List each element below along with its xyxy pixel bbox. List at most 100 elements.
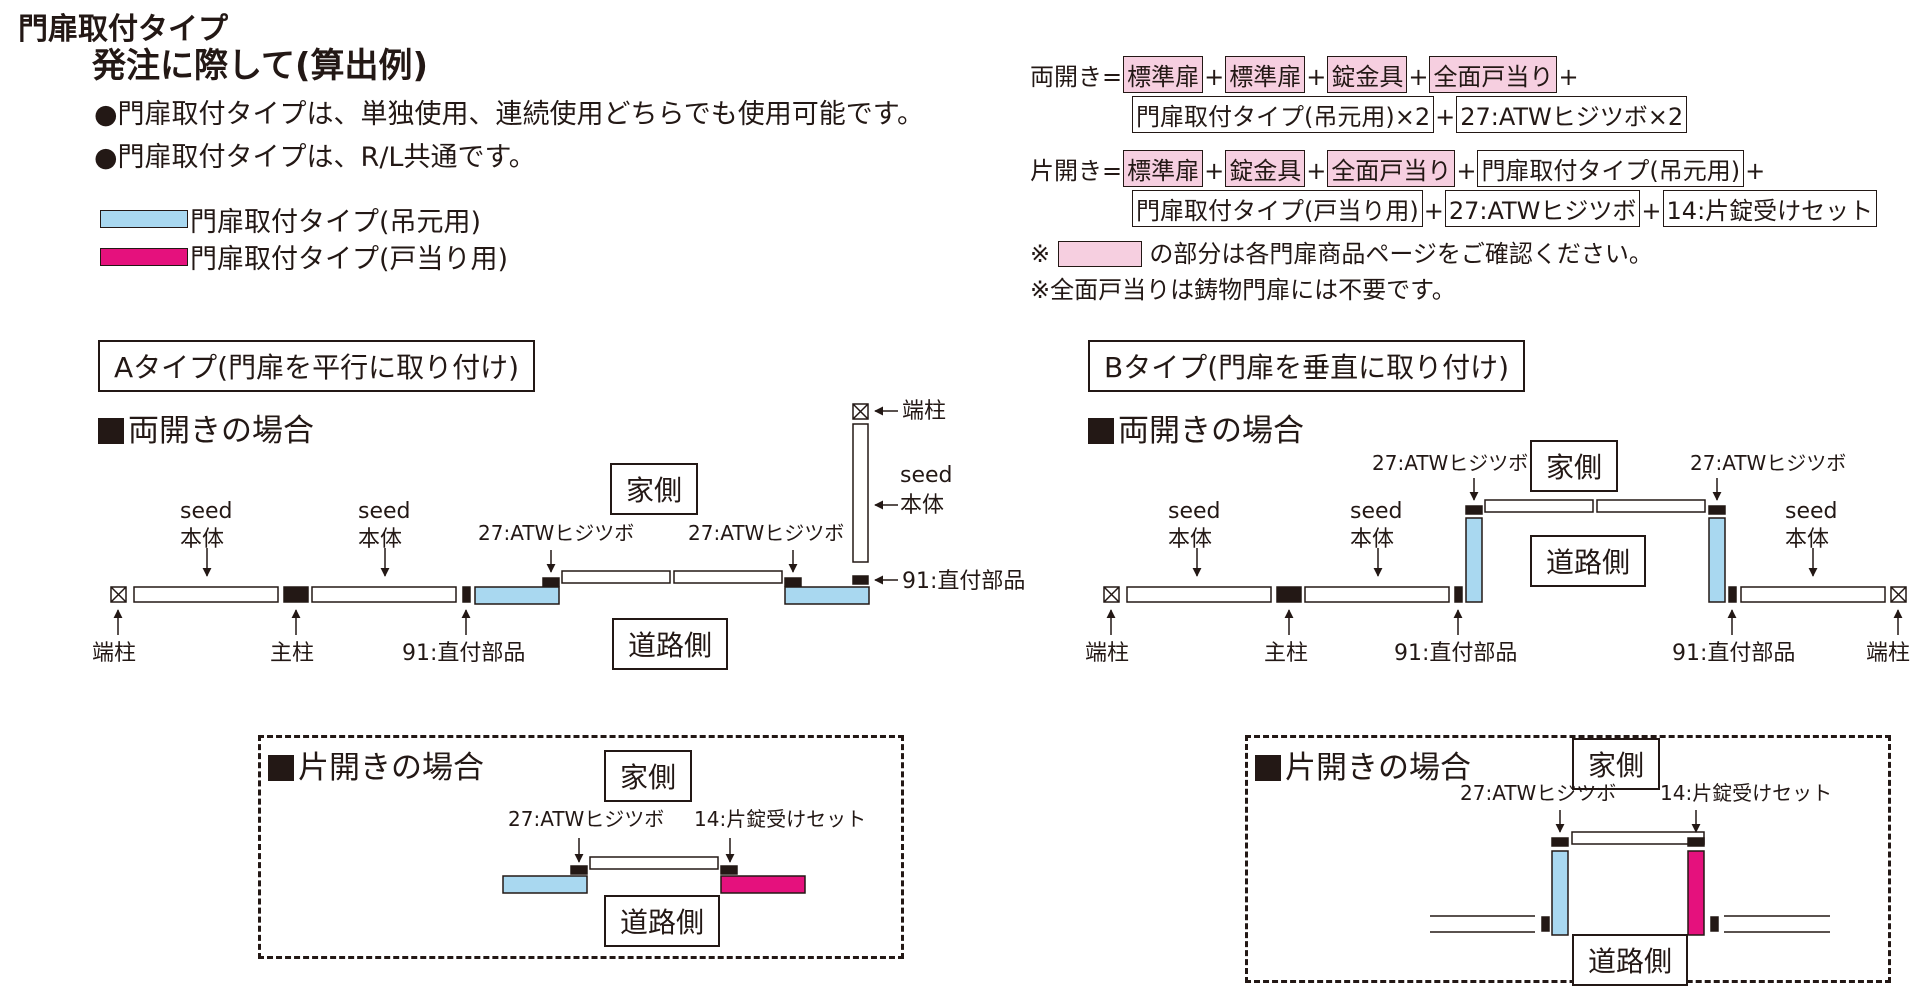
typeB-single-house-side: 家側 — [1572, 738, 1661, 790]
legend-label-hinge: 門扉取付タイプ(吊元用) — [190, 207, 482, 238]
label-body: 本体 — [1350, 527, 1394, 552]
page-title: 門扉取付タイプ — [18, 12, 228, 47]
end-post-icon — [1103, 586, 1120, 603]
direct-parts-icon — [852, 575, 869, 585]
label-body: 本体 — [358, 527, 402, 552]
plus-sign: + — [1641, 197, 1662, 225]
label-end-post: 端柱 — [92, 641, 136, 666]
label-end-post: 端柱 — [902, 399, 946, 424]
direct-parts-icon — [462, 586, 471, 603]
formula-double-line2: 門扉取付タイプ(吊元用)×2+27:ATWヒジツボ×2 — [1131, 96, 1688, 133]
formula-item: 27:ATWヒジツボ — [1444, 190, 1641, 227]
legend-swatch-hinge — [100, 210, 188, 228]
formula-note1: ※ の部分は各門扉商品ページをご確認ください。 — [1030, 234, 1653, 269]
gate-leaf — [1571, 831, 1705, 845]
typeB-double-diagram — [1103, 478, 1907, 635]
main-post-icon — [283, 586, 309, 603]
stop-post-mount — [720, 875, 806, 894]
formula-item: 門扉取付タイプ(吊元用)×2 — [1132, 96, 1435, 133]
formula-double-line1: 両開き=標準扉+標準扉+錠金具+全面戸当り+ — [1030, 56, 1579, 93]
formula-single-line1: 片開き=標準扉+錠金具+全面戸当り+門扉取付タイプ(吊元用)+ — [1030, 150, 1765, 187]
plus-sign: + — [1558, 63, 1579, 91]
label-atw: 27:ATWヒジツボ — [508, 807, 664, 831]
hinge-post-mount — [502, 875, 588, 894]
label-body: 本体 — [1785, 527, 1829, 552]
label-seed: seed — [1350, 499, 1403, 524]
hinge-post-mount — [784, 586, 870, 605]
typeA-house-side: 家側 — [610, 463, 699, 515]
hinge-post-mount — [474, 586, 560, 605]
lock-receiver — [1687, 837, 1705, 847]
seed-panel — [133, 586, 279, 603]
typeB-single-diagram — [1430, 810, 1830, 936]
typeB-road-side: 道路側 — [1530, 535, 1647, 587]
gate-leaf — [589, 856, 719, 870]
plus-sign: + — [1456, 157, 1477, 185]
typeA-section-double: 両開きの場合 — [98, 405, 314, 450]
formula-item: 標準扉 — [1225, 56, 1306, 93]
typeB-section-single: 片開きの場合 — [1255, 742, 1471, 787]
hinge-post-mount — [1551, 850, 1569, 936]
seed-panel — [311, 586, 457, 603]
typeA-title: Aタイプ(門扉を平行に取り付け) — [98, 340, 536, 392]
gate-leaf — [673, 570, 783, 584]
hinge-post-mount — [1708, 517, 1726, 603]
label-main-post: 主柱 — [270, 641, 314, 666]
page-subtitle: 発注に際して(算出例) — [92, 46, 429, 86]
label-body: 本体 — [900, 493, 944, 518]
note-mark: ※ — [1030, 240, 1051, 268]
atw-elbow — [1708, 505, 1726, 515]
gate-leaf — [561, 570, 671, 584]
label-direct-parts: 91:直付部品 — [1672, 641, 1795, 666]
label-direct-parts: 91:直付部品 — [1394, 641, 1517, 666]
atw-elbow — [1465, 505, 1483, 515]
label-atw: 27:ATWヒジツボ — [1460, 781, 1616, 805]
formula-item: 標準扉 — [1123, 150, 1204, 187]
label-atw: 27:ATWヒジツボ — [1690, 451, 1846, 475]
plus-sign: + — [1306, 63, 1327, 91]
formula-item: 14:片錠受けセット — [1662, 190, 1878, 227]
atw-elbow — [784, 577, 802, 587]
formula-item: 門扉取付タイプ(戸当り用) — [1132, 190, 1423, 227]
formula-note2: ※全面戸当りは鋳物門扉には不要です。 — [1030, 276, 1456, 304]
label-direct-parts: 91:直付部品 — [902, 569, 1025, 594]
label-atw: 27:ATWヒジツボ — [688, 521, 844, 545]
formula-item: 門扉取付タイプ(吊元用) — [1477, 150, 1745, 187]
typeA-single-diagram — [502, 838, 806, 894]
label-lock-set: 14:片錠受けセット — [1660, 781, 1832, 805]
formula-item: 標準扉 — [1123, 56, 1204, 93]
seed-panel — [1304, 586, 1450, 603]
typeA-section-single: 片開きの場合 — [268, 742, 484, 787]
atw-elbow — [570, 865, 588, 875]
stop-post-mount — [1687, 850, 1705, 936]
formula-single-line2: 門扉取付タイプ(戸当り用)+27:ATWヒジツボ+14:片錠受けセット — [1131, 190, 1878, 227]
lock-receiver — [720, 865, 738, 875]
label-end-post: 端柱 — [1085, 641, 1129, 666]
typeB-title: Bタイプ(門扉を垂直に取り付け) — [1088, 340, 1526, 392]
formula-item: 錠金具 — [1327, 56, 1408, 93]
label-seed: seed — [1785, 499, 1838, 524]
label-end-post: 端柱 — [1866, 641, 1910, 666]
hinge-post-mount — [1465, 517, 1483, 603]
label-main-post: 主柱 — [1264, 641, 1308, 666]
formula-item: 全面戸当り — [1327, 150, 1456, 187]
direct-parts-icon — [1541, 916, 1550, 932]
plus-sign: + — [1423, 197, 1444, 225]
note1-text: の部分は各門扉商品ページをご確認ください。 — [1149, 240, 1653, 268]
typeB-single-road-side: 道路側 — [1572, 934, 1689, 986]
plus-sign: + — [1408, 63, 1429, 91]
direct-parts-icon — [1454, 586, 1463, 603]
note-rl-common: ●門扉取付タイプは、R/L共通です。 — [94, 142, 536, 173]
label-body: 本体 — [1168, 527, 1212, 552]
typeB-house-side: 家側 — [1530, 440, 1619, 492]
typeA-double-diagram — [110, 403, 898, 635]
end-post-icon — [110, 586, 127, 603]
plus-sign: + — [1204, 157, 1225, 185]
label-direct-parts: 91:直付部品 — [402, 641, 525, 666]
plus-sign: + — [1435, 103, 1456, 131]
end-post-icon — [1890, 586, 1907, 603]
typeB-single-box — [1245, 735, 1891, 983]
label-atw: 27:ATWヒジツボ — [1372, 451, 1528, 475]
formula-double-label: 両開き= — [1030, 63, 1123, 91]
